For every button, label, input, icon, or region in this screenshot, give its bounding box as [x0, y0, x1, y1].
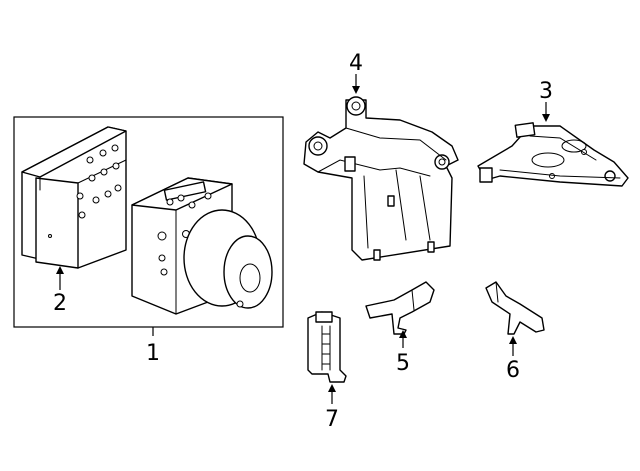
callout-1: 1 [146, 341, 160, 366]
abs-assembly-frame [13, 116, 284, 328]
abs-hydraulic-unit [131, 177, 273, 315]
arrow-4 [352, 86, 360, 94]
callout-2: 2 [53, 291, 67, 316]
connector-7 [307, 311, 347, 383]
wheel-speed-sensor-5 [365, 281, 435, 335]
arrow-2 [56, 266, 64, 274]
wheel-speed-sensor-6 [485, 281, 545, 335]
arrow-5 [399, 330, 407, 338]
callout-4: 4 [349, 51, 363, 76]
callout-5: 5 [396, 351, 410, 376]
arrow-6 [509, 336, 517, 344]
callout-7: 7 [325, 407, 339, 432]
abs-upper-bracket [477, 122, 629, 187]
callout-6: 6 [506, 358, 520, 383]
abs-control-module [21, 126, 127, 269]
callout-3: 3 [539, 79, 553, 104]
arrow-3 [542, 114, 550, 122]
arrow-7 [328, 384, 336, 392]
abs-mounting-bracket [303, 96, 459, 261]
